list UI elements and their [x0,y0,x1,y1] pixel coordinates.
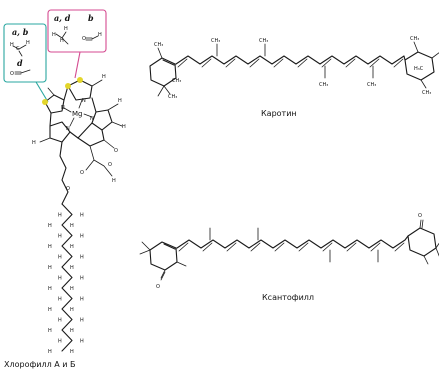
atom-label: O [108,162,112,168]
atom-label: CH₃ [154,42,163,48]
atom-label: CH₃ [422,90,431,96]
atom-label: H [70,286,74,292]
atom-label: CH₃ [367,82,376,88]
atom-label: H [58,234,62,240]
atom-label: H [48,349,52,355]
atom-label: H [48,286,52,292]
phytol-tail [61,203,73,352]
atom-label: H [112,178,116,184]
atom-label: H [32,140,36,146]
atom-label: H [80,318,84,324]
atom-label: H [118,98,122,104]
atom-label: CH₃ [410,36,419,42]
carotene-structure: CH₃ CH₃ CH₃ CH₃ CH₃ CH₃ CH₃ CH₃ H₃C CH₃ … [149,36,439,118]
highlight-position [65,83,71,89]
atom-label: CH₃ [211,38,220,44]
atom-label: O [114,148,118,154]
atom-label: H [26,40,30,46]
atom-label: H [80,213,84,219]
atom-label: CH₃ [168,94,177,100]
atom-label: N [61,105,65,111]
atom-label: O [10,71,14,77]
atom-label: H [48,265,52,271]
atom-label: H [70,328,74,334]
atom-label: N [82,98,86,104]
xanthophyll-polyene-chain [176,235,409,249]
atom-label: H [70,307,74,313]
teal-callout-box [3,23,47,83]
atom-label: H [48,328,52,334]
atom-label: CH₃ [319,82,328,88]
atom-label: O [66,186,70,192]
atom-label: H [80,339,84,345]
atom-label: H [48,244,52,250]
atom-label: H₃C [414,66,424,72]
atom-label: H [58,255,62,261]
atom-label: H [58,318,62,324]
atom-label: O [82,36,86,42]
atom-label: H [70,223,74,229]
chlorophyll-label: Хлорофилл А и Б [4,360,76,369]
atom-label: H [58,339,62,345]
atom-label: H [70,244,74,250]
atom-label: H [70,265,74,271]
atom-label: H [58,213,62,219]
highlight-position [42,99,48,105]
atom-label: H [60,38,64,44]
xanthophyll-label: Ксантофилл [262,293,314,302]
teal-callout-tag-bottom: d [17,58,23,68]
atom-label: H [98,32,102,38]
atom-label: H [58,276,62,282]
atom-label: H [80,255,84,261]
atom-label: N [90,116,94,122]
magnesium-atom: Mg [72,110,82,118]
atom-label: H [64,26,68,32]
chlorophyll-structure: a, b H H C d O a, d b H H H O H Mg N N N [3,9,126,369]
carotene-polyene-chain [175,55,406,65]
atom-label: CH₃ [259,38,268,44]
atom-label: H [48,223,52,229]
xanthophyll-structure: O O Ксантофилл [139,213,439,302]
highlight-position [77,77,83,83]
atom-label: CH₃ [172,78,181,84]
xanthophyll-double-bonds [178,242,405,252]
atom-label: H [52,32,56,38]
atom-label: H [80,297,84,303]
pink-callout-tag-left: a, d [54,13,71,23]
atom-label: O [418,213,422,219]
carotene-label: Каротин [261,109,297,118]
pink-callout-box [47,9,107,53]
atom-label: H [102,74,106,80]
atom-label: O [80,170,84,176]
atom-label: C [16,46,20,52]
atom-label: H [58,297,62,303]
atom-label: H [80,234,84,240]
atom-label: O [156,284,160,290]
atom-label: N [66,126,70,132]
atom-label: H [48,307,52,313]
atom-label: H [122,124,126,130]
atom-label: H [70,349,74,355]
teal-callout-tag-top: a, b [12,27,29,37]
atom-label: H [80,276,84,282]
carotene-double-bonds [177,58,404,68]
atom-label: H [10,42,14,48]
pink-callout-tag-right: b [88,13,94,23]
